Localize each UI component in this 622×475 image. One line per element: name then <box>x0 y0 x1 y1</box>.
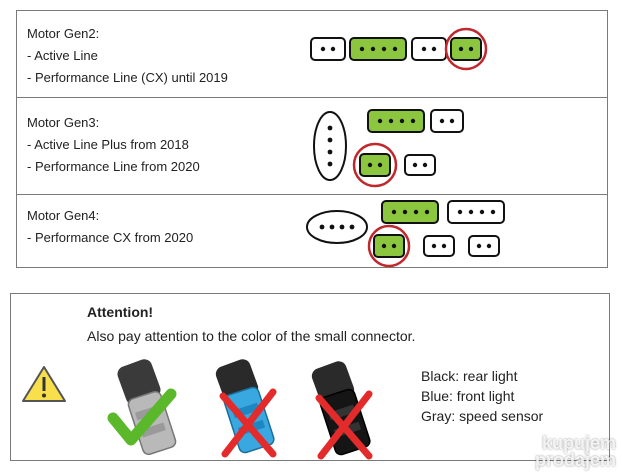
gray-connector-image <box>117 359 177 456</box>
row-gen2-text: Motor Gen2: - Active Line - Performance … <box>27 23 228 89</box>
row-title: Motor Gen2: <box>27 26 100 41</box>
connector-4pin-green <box>349 37 407 61</box>
color-legend: Black: rear light Blue: front light Gray… <box>421 366 543 426</box>
connector-photos <box>107 359 373 460</box>
row-gen4-text: Motor Gen4: - Performance CX from 2020 <box>27 205 193 249</box>
cross-icon <box>219 388 277 458</box>
connector-2pin <box>468 235 500 257</box>
attention-box: Attention! Also pay attention to the col… <box>10 293 610 461</box>
row-line: - Performance Line from 2020 <box>27 159 200 174</box>
cross-icon <box>315 390 373 460</box>
gen3-connector-diagram <box>313 109 464 188</box>
connector-2pin <box>430 109 464 133</box>
highlight-circle <box>367 224 411 268</box>
row-gen4: Motor Gen4: - Performance CX from 2020 <box>17 195 607 269</box>
motor-table: Motor Gen2: - Active Line - Performance … <box>16 10 608 268</box>
watermark: kupujem prodajem <box>534 433 616 470</box>
connector-2pin <box>411 37 447 61</box>
row-gen2: Motor Gen2: - Active Line - Performance … <box>17 11 607 98</box>
connector-2pin-green <box>359 153 391 177</box>
connector-4pin-vertical <box>313 111 347 181</box>
gen2-connector-diagram <box>310 27 488 71</box>
row-gen3-text: Motor Gen3: - Active Line Plus from 2018… <box>27 112 200 178</box>
row-title: Motor Gen3: <box>27 115 100 130</box>
row-title: Motor Gen4: <box>27 208 100 223</box>
connector-2pin-green <box>373 234 405 258</box>
legend-item: Blue: front light <box>421 388 515 404</box>
highlight-circle <box>352 142 398 188</box>
connector-4pin <box>447 200 505 224</box>
legend-item: Black: rear light <box>421 368 518 384</box>
connector-4pin-green <box>381 200 439 224</box>
attention-subtitle: Also pay attention to the color of the s… <box>87 328 416 344</box>
warning-triangle-icon <box>22 366 66 402</box>
row-line: - Performance CX from 2020 <box>27 230 194 245</box>
row-line: - Active Line <box>27 48 98 63</box>
attention-title: Attention! <box>87 304 154 320</box>
connector-2pin <box>423 235 455 257</box>
legend-item: Gray: speed sensor <box>421 408 544 424</box>
check-icon <box>107 388 177 446</box>
row-line: - Active Line Plus from 2018 <box>27 137 189 152</box>
watermark-line: prodajem <box>534 450 616 470</box>
connector-2pin <box>310 37 346 61</box>
gen4-connector-diagram <box>306 200 505 268</box>
watermark-line: kupujem <box>541 433 616 453</box>
connector-2pin-green <box>450 37 482 61</box>
connector-4pin-oval <box>306 210 368 244</box>
row-line: - Performance Line (CX) until 2019 <box>27 70 228 85</box>
row-gen3: Motor Gen3: - Active Line Plus from 2018… <box>17 98 607 195</box>
connector-2pin <box>404 154 436 176</box>
connector-4pin-green <box>367 109 425 133</box>
highlight-circle <box>444 27 488 71</box>
